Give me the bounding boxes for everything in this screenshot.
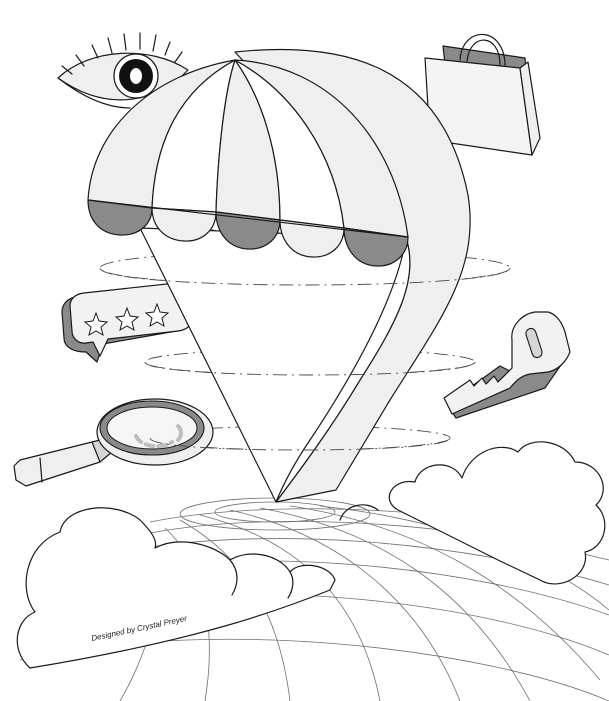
star-1-icon <box>83 311 109 337</box>
awning-icon <box>87 59 409 267</box>
orbit-rings-front <box>99 267 511 451</box>
star-3-icon <box>144 302 170 328</box>
magnifying-glass-icon <box>13 398 214 487</box>
rating-stars-icon <box>61 282 193 363</box>
cloud-right-icon <box>339 441 606 585</box>
shopping-bag-icon <box>424 33 541 156</box>
eye-icon <box>57 32 189 109</box>
star-2-icon <box>114 306 140 332</box>
key-icon <box>443 311 571 419</box>
cloud-left-icon <box>16 507 336 669</box>
